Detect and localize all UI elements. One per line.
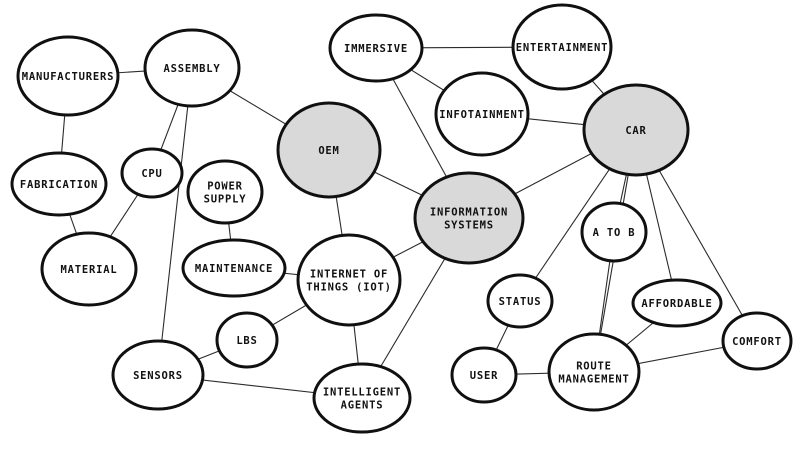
node-a-to-b: A TO B — [580, 201, 648, 263]
node-assembly-label: ASSEMBLY — [164, 63, 221, 75]
node-car-label: CAR — [625, 125, 646, 137]
node-status: STATUS — [486, 273, 554, 329]
node-oem: OEM — [276, 101, 382, 199]
node-cpu-shape — [120, 147, 184, 199]
node-a-to-b-label: A TO B — [593, 227, 636, 239]
node-iot-shape — [296, 233, 402, 327]
edge-assembly--sensors — [157, 67, 193, 376]
node-fabrication-label: FABRICATION — [20, 179, 98, 191]
node-affordable: AFFORDABLE — [631, 278, 723, 328]
node-car-shape — [582, 83, 690, 177]
node-car: CAR — [582, 83, 690, 177]
node-information-systems-shape — [413, 171, 525, 265]
node-intelligent-agents-shape — [312, 362, 412, 434]
node-affordable-label: AFFORDABLE — [641, 298, 712, 310]
node-status-label: STATUS — [499, 296, 542, 308]
node-fabrication: FABRICATION — [10, 151, 108, 217]
node-layer: MANUFACTURERS ASSEMBLY IMMERSIVE ENTERTAINM… — [10, 3, 793, 434]
node-assembly-shape — [143, 28, 241, 108]
node-sensors-label: SENSORS — [133, 370, 183, 382]
node-oem-shape — [276, 101, 382, 199]
node-immersive: IMMERSIVE — [328, 13, 424, 83]
node-user-label: USER — [470, 370, 499, 382]
node-maintenance-shape — [181, 238, 287, 298]
node-user-shape — [450, 346, 518, 404]
node-material: MATERIAL — [40, 231, 138, 307]
node-lbs-label: LBS — [236, 335, 257, 347]
node-route-management-shape — [547, 332, 641, 412]
node-entertainment: ENTERTAINMENT — [511, 3, 613, 91]
node-lbs: LBS — [215, 311, 279, 369]
node-immersive-shape — [328, 13, 424, 83]
node-infotainment: INFOTAINMENT — [434, 71, 530, 157]
node-comfort: COMFORT — [721, 311, 793, 371]
node-sensors-shape — [111, 339, 205, 411]
node-entertainment-label: ENTERTAINMENT — [516, 42, 609, 54]
node-cpu-label: CPU — [141, 168, 162, 180]
node-maintenance-label: MAINTENANCE — [195, 263, 273, 275]
node-comfort-shape — [721, 311, 793, 371]
node-manufacturers-label: MANUFACTURERS — [22, 71, 115, 83]
node-fabrication-shape — [10, 151, 108, 217]
node-status-shape — [486, 273, 554, 329]
node-user: USER — [450, 346, 518, 404]
node-material-shape — [40, 231, 138, 307]
node-sensors: SENSORS — [111, 339, 205, 411]
node-power-supply-shape — [186, 159, 264, 225]
node-assembly: ASSEMBLY — [143, 28, 241, 108]
node-manufacturers: MANUFACTURERS — [16, 35, 120, 117]
node-infotainment-label: INFOTAINMENT — [439, 109, 524, 121]
node-material-label: MATERIAL — [61, 264, 118, 276]
node-infotainment-shape — [434, 71, 530, 157]
node-immersive-label: IMMERSIVE — [344, 43, 408, 55]
node-a-to-b-shape — [580, 201, 648, 263]
node-maintenance: MAINTENANCE — [181, 238, 287, 298]
node-entertainment-shape — [511, 3, 613, 91]
node-manufacturers-shape — [16, 35, 120, 117]
node-lbs-shape — [215, 311, 279, 369]
node-cpu: CPU — [120, 147, 184, 199]
node-oem-label: OEM — [318, 145, 339, 157]
node-comfort-label: COMFORT — [732, 336, 782, 348]
node-affordable-shape — [631, 278, 723, 328]
